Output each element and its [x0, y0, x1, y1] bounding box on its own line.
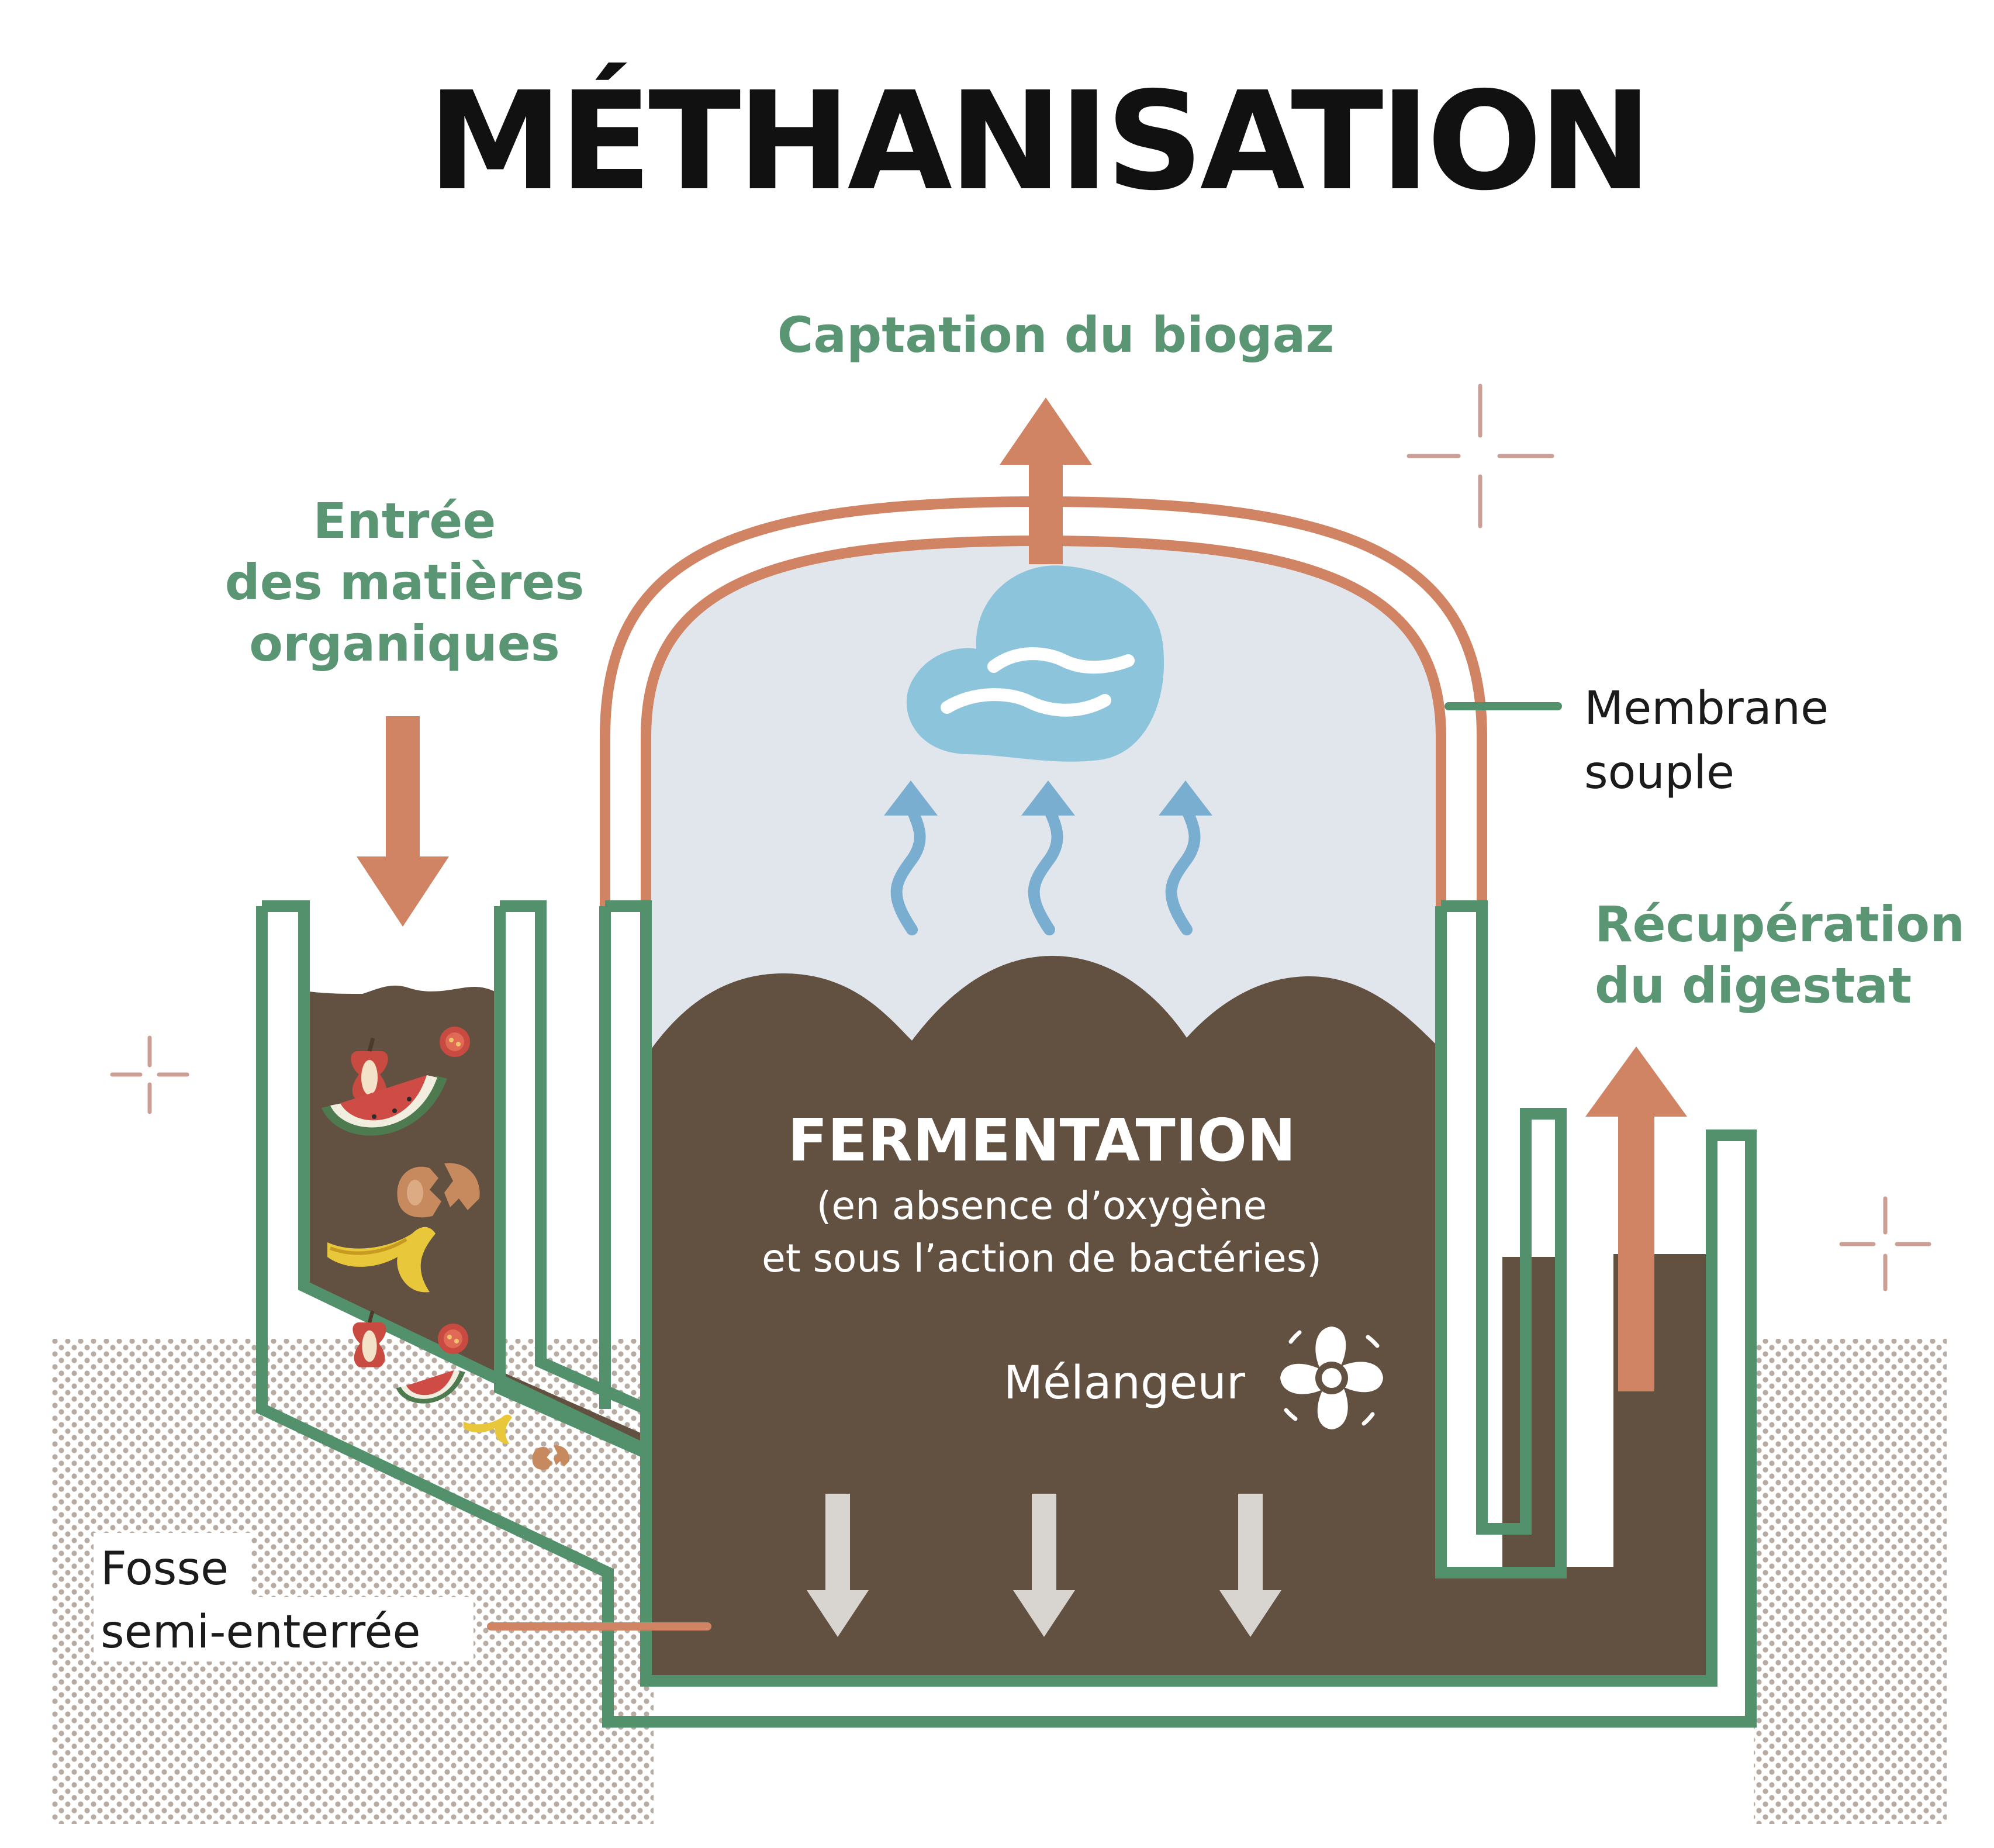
sparkle-icon: [110, 1035, 189, 1114]
page-title: MÉTHANISATION: [428, 63, 1649, 220]
tomato-slice-icon: [440, 1027, 470, 1057]
gas-cloud-icon: [906, 565, 1164, 762]
leader-lines: [487, 702, 1562, 1631]
membrane-label-line-2: souple: [1584, 747, 1734, 799]
fermentation-mass: [304, 956, 1716, 1678]
settling-arrows: [807, 1494, 1281, 1637]
propeller-fan-icon: [1280, 1327, 1383, 1429]
pit-walls: [256, 900, 1757, 1728]
membrane-label-line-1: Membrane: [1584, 682, 1829, 735]
fermentation-note-line-1: (en absence d’oxygène: [817, 1183, 1267, 1228]
pit-label-line-2: semi-enterrée: [101, 1606, 420, 1659]
input-label-line-2: des matières: [225, 554, 585, 611]
input-label-line-1: Entrée: [313, 492, 496, 550]
digestate-output-arrow: [1585, 1046, 1687, 1391]
fermentation-note-line-2: et sous l’action de bactéries): [762, 1236, 1322, 1281]
sparkle-decorations: [110, 384, 1931, 1291]
banana-peel-icon: [327, 1227, 436, 1293]
watermelon-slice-icon: [322, 1075, 447, 1136]
input-label: Entrée des matières organiques: [225, 492, 585, 672]
sparkle-icon: [1406, 384, 1554, 529]
fermentation-title: FERMENTATION: [787, 1106, 1295, 1175]
digestate-label-line-2: du digestat: [1595, 957, 1912, 1014]
gas-arrow-heads: [884, 780, 1212, 816]
digestate-label-line-1: Récupération: [1595, 896, 1965, 953]
membrane-label: Membrane souple: [1584, 682, 1829, 799]
digestate-label: Récupération du digestat: [1595, 896, 1965, 1014]
tomato-slice-icon: [438, 1324, 468, 1354]
pit-label-line-1: Fosse: [101, 1543, 229, 1595]
organic-waste: [322, 1027, 570, 1470]
apple-core-icon: [351, 1038, 388, 1101]
gas-rising-arrows: [890, 801, 1201, 935]
input-arrow: [357, 716, 449, 927]
biogas-capture-label: Captation du biogaz: [777, 306, 1335, 364]
banana-peel-icon: [463, 1414, 512, 1444]
watermelon-slice-icon: [396, 1370, 465, 1404]
input-label-line-3: organiques: [249, 615, 559, 672]
biogas-capture-arrow: [1000, 398, 1092, 564]
apple-core-icon: [353, 1310, 386, 1367]
mixer-label: Mélangeur: [1004, 1357, 1246, 1410]
sparkle-icon: [1839, 1196, 1931, 1291]
eggshell-icon: [397, 1163, 480, 1218]
pit-label: Fosse semi-enterrée: [94, 1533, 474, 1662]
eggshell-icon: [532, 1445, 570, 1470]
